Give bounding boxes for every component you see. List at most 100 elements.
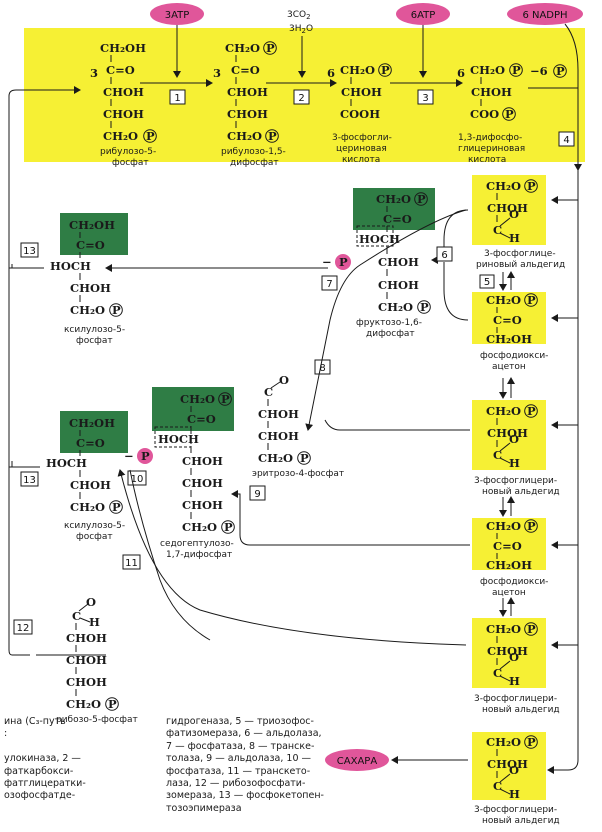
svg-text:O: O xyxy=(86,595,96,609)
svg-text:6: 6 xyxy=(441,250,447,261)
svg-text:C: C xyxy=(493,779,502,793)
svg-text:P: P xyxy=(505,107,514,121)
svg-text:1: 1 xyxy=(174,93,180,104)
step-2: 2 xyxy=(293,89,310,105)
svg-text:CHOH: CHOH xyxy=(66,653,107,667)
svg-text:CH₂OH: CH₂OH xyxy=(486,332,532,346)
svg-text:5: 5 xyxy=(484,277,490,288)
svg-text:C=O: C=O xyxy=(493,313,522,327)
fbp-green-tile xyxy=(353,188,435,230)
svg-text:COO: COO xyxy=(470,107,499,121)
svg-text:H: H xyxy=(509,231,520,245)
g3p-label-3: 3-фосфоглицери-новый альдегид xyxy=(474,694,560,715)
svg-text:9: 9 xyxy=(254,489,260,500)
svg-text:CHOH: CHOH xyxy=(487,426,528,440)
svg-text:O: O xyxy=(509,207,519,221)
phosphate-release-badge-2: − P xyxy=(124,448,153,464)
svg-text:CH₂OH: CH₂OH xyxy=(69,416,115,430)
svg-text:P: P xyxy=(112,303,121,317)
svg-text:3ATP: 3ATP xyxy=(165,10,190,21)
svg-text:CHOH: CHOH xyxy=(341,85,382,99)
xylulose-green-tile-1 xyxy=(60,213,128,255)
dhap-label-1: фосфодиокси-ацетон xyxy=(480,351,548,372)
svg-text:P: P xyxy=(381,63,390,77)
sbp-dashed-box xyxy=(154,426,192,448)
svg-text:H: H xyxy=(509,674,520,688)
step-13-a: 13 xyxy=(20,242,39,258)
svg-text:8: 8 xyxy=(319,363,325,374)
svg-text:6: 6 xyxy=(457,66,465,80)
svg-text:−: − xyxy=(124,449,134,463)
step-8: 8 xyxy=(314,359,331,375)
svg-text:P: P xyxy=(417,192,426,206)
svg-text:P: P xyxy=(266,41,275,55)
svg-text:P: P xyxy=(268,129,277,143)
glyceraldehyde-3-phosphate-3: CH₂O P CHOH C O H xyxy=(486,622,538,688)
svg-text:COOH: COOH xyxy=(340,107,380,121)
ribose-label: рибозо-5-фосфат xyxy=(56,715,138,725)
step-12: 12 xyxy=(13,619,33,635)
step-3: 3 xyxy=(417,89,434,105)
xylulose-5-phosphate-2: CH₂OH C=O HOCH CHOH CH₂O P xyxy=(46,416,123,514)
svg-text:CHOH: CHOH xyxy=(487,201,528,215)
legend-column-1: ина (С₃-путь : улокиназа, 2 — фаткарбокс… xyxy=(4,716,86,802)
xylulose-green-tile-2 xyxy=(60,411,128,453)
step-11: 11 xyxy=(122,554,141,570)
svg-text:CH₂O: CH₂O xyxy=(486,519,521,533)
svg-text:CH₂O: CH₂O xyxy=(70,500,105,514)
svg-text:CHOH: CHOH xyxy=(487,644,528,658)
svg-text:P: P xyxy=(112,500,121,514)
glyceraldehyde-3-phosphate-2: CH₂O P CHOH C O H xyxy=(486,404,538,470)
svg-text:P: P xyxy=(527,519,536,533)
svg-text:CH₂O: CH₂O xyxy=(182,520,217,534)
svg-text:CH₂O: CH₂O xyxy=(258,451,293,465)
g3p-tile-3 xyxy=(472,618,546,688)
svg-text:−6: −6 xyxy=(530,64,548,78)
svg-text:C=O: C=O xyxy=(231,63,260,77)
ribulose-5-phosphate-label: рибулозо-5-фосфат xyxy=(100,147,156,168)
svg-text:11: 11 xyxy=(125,558,138,569)
g3p-tile-4 xyxy=(472,732,546,800)
dhap-tile-1 xyxy=(472,292,546,344)
co2-input: 3CO2 3H2O xyxy=(287,10,313,35)
svg-text:P: P xyxy=(527,179,536,193)
svg-text:CH₂O: CH₂O xyxy=(340,63,375,77)
svg-text:CH₂O: CH₂O xyxy=(227,129,262,143)
dihydroxyacetone-phosphate-2: CH₂O P C=O CH₂OH xyxy=(486,519,538,572)
atp-badge-1: 3ATP xyxy=(150,3,204,25)
svg-text:C=O: C=O xyxy=(76,436,105,450)
erythrose-4-phosphate: C O CHOH CHOH CH₂O P xyxy=(258,373,311,465)
svg-text:CHOH: CHOH xyxy=(70,281,111,295)
svg-text:10: 10 xyxy=(131,474,144,485)
svg-text:C: C xyxy=(493,448,502,462)
svg-text:HOCH: HOCH xyxy=(158,432,199,446)
svg-text:3: 3 xyxy=(213,66,221,80)
svg-text:P: P xyxy=(527,735,536,749)
glyceraldehyde-3-phosphate-1: CH₂O P CHOH C O H xyxy=(486,179,538,245)
svg-text:13: 13 xyxy=(23,246,36,257)
svg-text:CHOH: CHOH xyxy=(103,107,144,121)
svg-text:O: O xyxy=(279,373,289,387)
xylulose-5-phosphate-1: CH₂OH C=O HOCH CHOH CH₂O P xyxy=(50,218,123,317)
g3p-tile-2 xyxy=(472,400,546,470)
svg-text:−: − xyxy=(322,255,332,269)
svg-text:САХАРА: САХАРА xyxy=(337,756,378,767)
svg-text:P: P xyxy=(527,293,536,307)
svg-text:HOCH: HOCH xyxy=(50,259,91,273)
svg-text:H: H xyxy=(509,787,520,801)
svg-text:CH₂O: CH₂O xyxy=(486,404,521,418)
svg-text:CH₂O: CH₂O xyxy=(486,622,521,636)
svg-text:CHOH: CHOH xyxy=(258,407,299,421)
svg-text:CHOH: CHOH xyxy=(487,757,528,771)
g3p-label-1: 3-фосфоглице-риновый альдегид xyxy=(476,249,565,270)
dihydroxyacetone-phosphate-1: CH₂O P C=O CH₂OH xyxy=(486,293,538,346)
g3p-label-2: 3-фосфоглицери-новый альдегид xyxy=(474,476,560,497)
nadph-badge: 6 NADPH xyxy=(507,3,583,25)
svg-text:3H2O: 3H2O xyxy=(289,24,313,35)
svg-text:H: H xyxy=(509,456,520,470)
svg-text:3CO2: 3CO2 xyxy=(287,10,311,21)
svg-text:O: O xyxy=(509,432,519,446)
svg-text:HOCH: HOCH xyxy=(46,456,87,470)
glyceraldehyde-3-phosphate-4: CH₂O P CHOH C O H xyxy=(486,735,538,801)
